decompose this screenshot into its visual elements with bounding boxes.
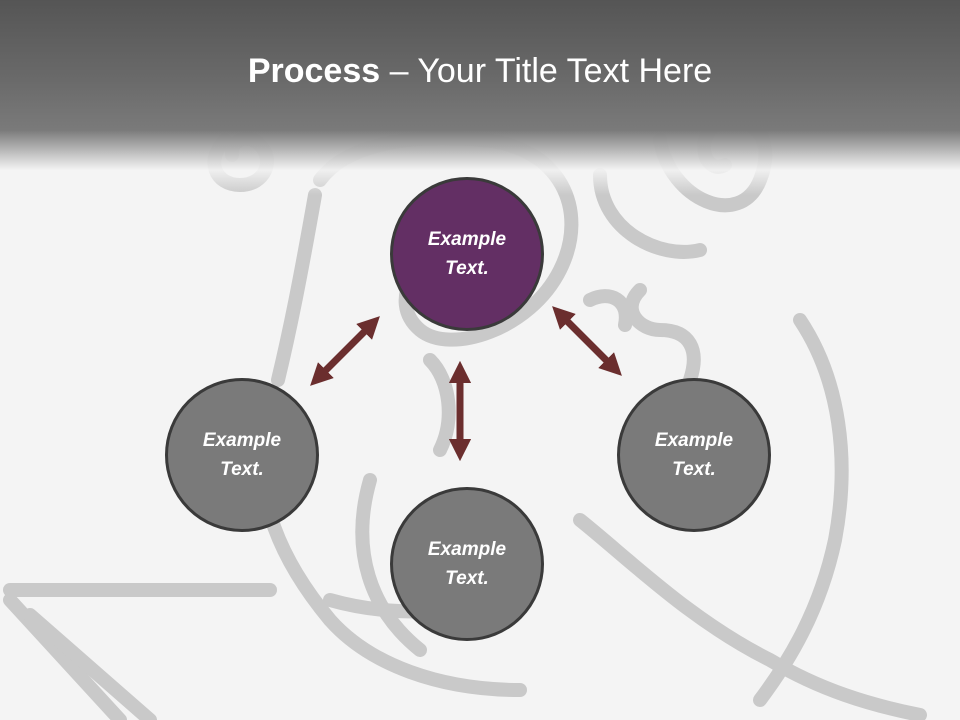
title-separator: –: [380, 52, 418, 90]
process-node-right[interactable]: Example Text.: [617, 378, 771, 532]
slide-title: Process – Your Title Text Here: [0, 52, 960, 91]
process-node-bottom-label: Example Text.: [427, 539, 507, 589]
process-node-top[interactable]: Example Text.: [390, 177, 544, 331]
title-banner: [0, 0, 960, 195]
process-node-bottom[interactable]: Example Text.: [390, 487, 544, 641]
process-node-left[interactable]: Example Text.: [165, 378, 319, 532]
title-rest-text: Your Title Text Here: [417, 52, 713, 90]
process-node-right-label: Example Text.: [654, 430, 734, 480]
title-bold-text: Process: [247, 52, 381, 90]
process-node-top-label: Example Text.: [427, 229, 507, 279]
process-node-left-label: Example Text.: [202, 430, 282, 480]
